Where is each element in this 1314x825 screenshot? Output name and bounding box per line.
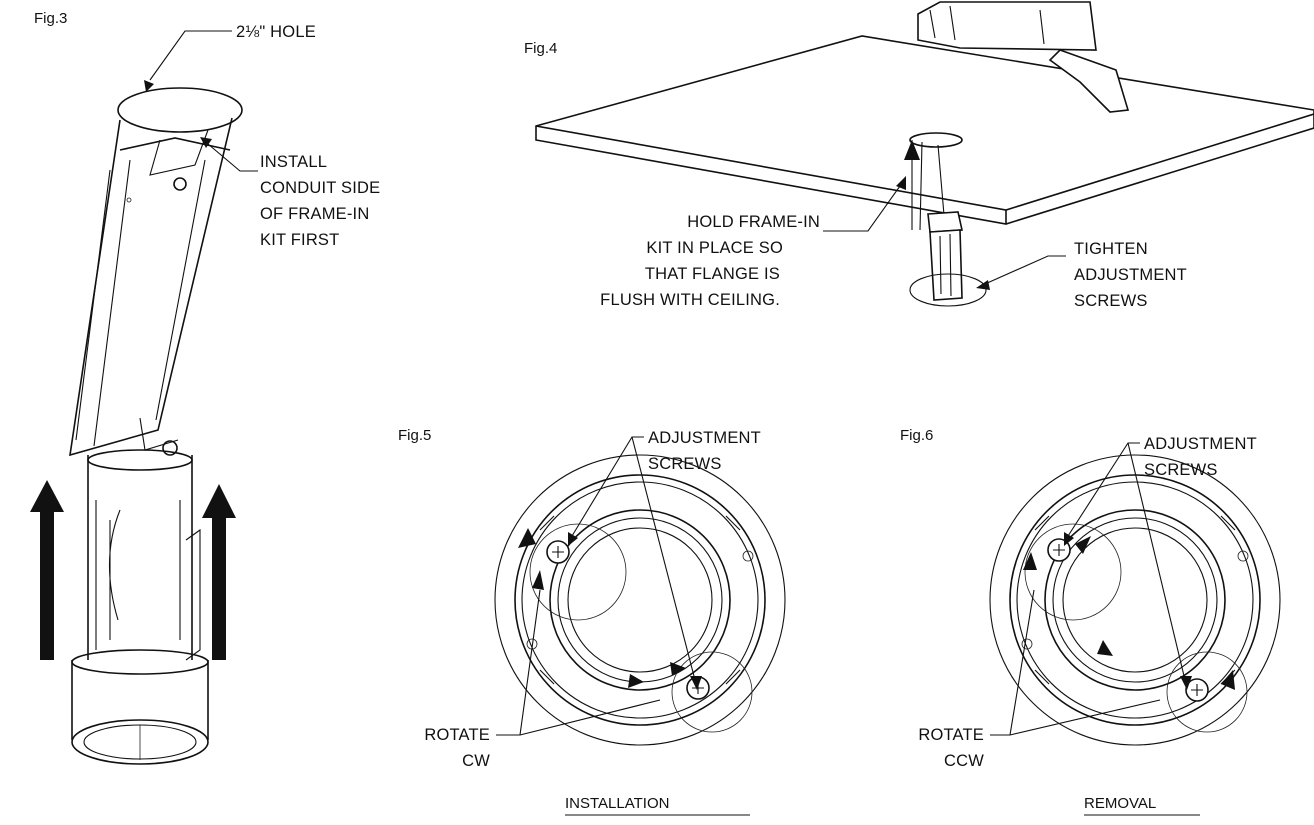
fig3-diagram: Fig.3 2⅛" HOLE INSTALL CONDUI [30,10,380,765]
outer-trim-circle [989,454,1281,746]
fig4-hold-line-3: THAT FLANGE IS [645,265,780,283]
fig6-screws-line-2: SCREWS [1144,461,1218,479]
fig4-tighten-line-2: ADJUSTMENT [1074,266,1187,284]
fig3-title: Fig.3 [34,10,67,27]
screwdriver-handle [929,229,963,301]
fig4-diagram: Fig.4 HOLD FRAME-IN KIT IN PLACE SO THAT… [524,1,1314,310]
outer-trim-circle [494,454,786,746]
fig5-rotate-line-1: ROTATE [424,726,490,744]
fig4-tighten-line-1: TIGHTEN [1074,240,1148,258]
fig6-rotate-line-2: CCW [944,752,984,770]
fig5-caption: INSTALLATION [565,795,669,812]
hole-size-label: 2⅛" HOLE [236,23,316,41]
rotate-cw-arrow-icon [518,528,536,548]
fig5-diagram: Fig.5 ADJUST [398,427,786,816]
fig6-caption: REMOVAL [1084,795,1156,812]
frame-in-housing [69,117,233,457]
screw-head [173,177,187,191]
fig4-hold-line-4: FLUSH WITH CEILING. [600,291,780,309]
fig4-tighten-line-3: SCREWS [1074,292,1148,310]
fig3-note-line-4: KIT FIRST [260,231,339,249]
fixture-bracket [1048,49,1130,113]
rotate-ccw-arrow-icon [1075,536,1091,554]
hole-flange [117,87,243,133]
trim-flange [909,273,987,307]
ceiling-hole [909,132,963,148]
screwdriver-shaft [937,144,945,216]
fig3-note-line-3: OF FRAME-IN [260,205,369,223]
lower-cylinder [87,455,193,660]
fig5-title: Fig.5 [398,427,431,444]
inner-ring [549,509,731,691]
fig3-note-line-1: INSTALL [260,153,327,171]
fig6-rotate-line-1: ROTATE [918,726,984,744]
rotate-ccw-arrow-icon [1221,670,1235,690]
fig4-hold-line-1: HOLD FRAME-IN [687,213,820,231]
push-up-arrow-icon [202,484,236,660]
fixture-box [917,1,1097,51]
screwdriver-collar [927,211,963,233]
fig3-note-line-2: CONDUIT SIDE [260,179,380,197]
fig4-title: Fig.4 [524,40,557,57]
fig6-screws-line-1: ADJUSTMENT [1144,435,1257,453]
fig4-hold-line-2: KIT IN PLACE SO [646,239,783,257]
trim-ring [71,660,209,740]
push-up-arrow-icon [30,480,64,660]
rotate-cw-arrow-icon [670,662,686,676]
fig5-screws-line-2: SCREWS [648,455,722,473]
fig6-title: Fig.6 [900,427,933,444]
fig5-screws-line-1: ADJUSTMENT [648,429,761,447]
fig5-rotate-line-2: CW [462,752,490,770]
fig6-diagram: Fig.6 ADJUST [900,427,1281,816]
inner-ring [1044,509,1226,691]
